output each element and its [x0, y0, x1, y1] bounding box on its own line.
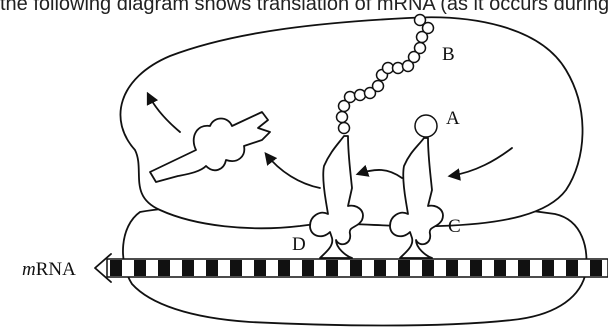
mrna-block — [350, 260, 362, 276]
amino-acid-bead — [337, 99, 351, 113]
mrna-block — [494, 260, 506, 276]
amino-acid-bead — [353, 88, 367, 102]
mrna-block — [206, 260, 218, 276]
large-ribosome-subunit — [119, 16, 584, 230]
mrna-block — [278, 260, 290, 276]
mrna-block — [542, 260, 554, 276]
mrna-label: mRNA — [22, 259, 76, 280]
amino-acid-bead — [363, 86, 377, 100]
amino-acid-bead — [343, 90, 357, 104]
mrna-block — [566, 260, 578, 276]
amino-acid-bead — [413, 13, 427, 27]
mrna-block — [134, 260, 146, 276]
label-d: D — [292, 234, 306, 255]
amino-acid-bead — [391, 61, 405, 75]
exit-arrow — [264, 152, 321, 189]
amino-acid-a — [414, 114, 438, 138]
amino-acid-bead — [401, 59, 415, 73]
mrna-block — [470, 260, 482, 276]
mrna-block — [446, 260, 458, 276]
label-b: B — [442, 44, 455, 65]
mrna-block — [398, 260, 410, 276]
departing-trna — [149, 111, 271, 183]
label-a: A — [446, 108, 460, 129]
mrna-codon-blocks — [110, 260, 602, 276]
label-c: C — [448, 216, 461, 237]
amino-acid-bead — [413, 41, 427, 55]
mrna-block — [158, 260, 170, 276]
amino-acid-bead — [415, 30, 429, 44]
mrna-block — [518, 260, 530, 276]
amino-acid-bead — [337, 121, 351, 135]
amino-acid-bead — [335, 110, 349, 124]
mrna-strand — [94, 253, 608, 283]
mrna-block — [590, 260, 602, 276]
amino-acid-bead — [407, 50, 421, 64]
mrna-block — [182, 260, 194, 276]
mrna-block — [230, 260, 242, 276]
mrna-block — [422, 260, 434, 276]
mrna-direction-arrowhead — [94, 253, 112, 283]
incoming-trna-arrow — [447, 147, 513, 181]
trna-a — [389, 137, 444, 259]
mrna-block — [374, 260, 386, 276]
mrna-block — [302, 260, 314, 276]
trna-d — [309, 135, 364, 259]
translocation-arrow — [355, 164, 403, 179]
amino-acid-bead — [371, 79, 385, 93]
departing-arrow — [146, 91, 181, 133]
top-caption: the following diagram shows translation … — [0, 0, 608, 15]
mrna-block — [110, 260, 122, 276]
amino-acid-bead — [421, 21, 435, 35]
mrna-block — [326, 260, 338, 276]
polypeptide-chain — [335, 13, 435, 135]
mrna-block — [254, 260, 266, 276]
